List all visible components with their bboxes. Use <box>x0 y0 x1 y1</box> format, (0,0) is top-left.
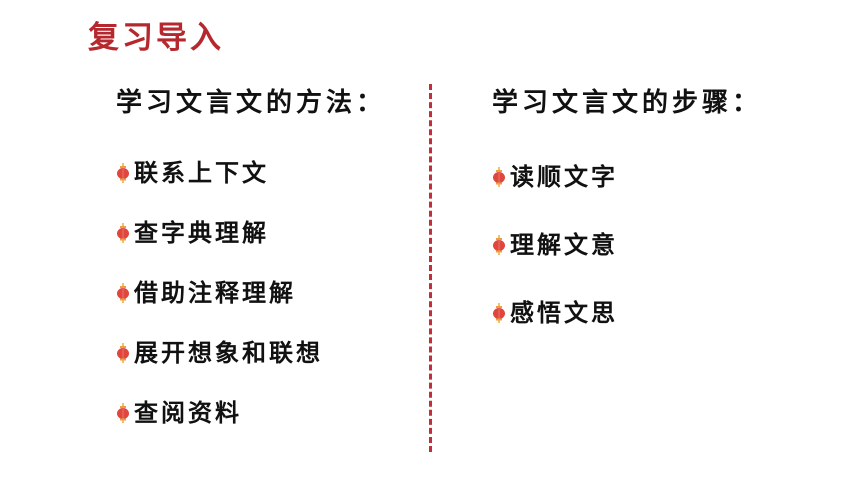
list-item-step-3: 感悟文思 <box>492 296 618 330</box>
lantern-icon <box>493 167 505 187</box>
list-item-method-5: 查阅资料 <box>116 396 242 430</box>
steps-heading: 学习文言文的步骤： <box>492 88 763 118</box>
list-item-method-2: 查字典理解 <box>116 216 269 250</box>
step-label: 读顺文字 <box>510 162 618 191</box>
method-label: 联系上下文 <box>134 158 269 187</box>
lantern-icon <box>117 223 129 243</box>
methods-heading: 学习文言文的方法： <box>116 88 387 118</box>
lantern-icon <box>117 283 129 303</box>
list-item-method-1: 联系上下文 <box>116 156 269 190</box>
slide-title: 复习导入 <box>88 20 224 56</box>
step-label: 理解文意 <box>510 230 618 259</box>
list-item-method-3: 借助注释理解 <box>116 276 296 310</box>
lantern-icon <box>117 403 129 423</box>
lantern-icon <box>117 343 129 363</box>
dashed-divider <box>429 84 432 452</box>
method-label: 展开想象和联想 <box>134 338 323 367</box>
lantern-icon <box>493 303 505 323</box>
list-item-step-2: 理解文意 <box>492 228 618 262</box>
method-label: 借助注释理解 <box>134 278 296 307</box>
list-item-step-1: 读顺文字 <box>492 160 618 194</box>
list-item-method-4: 展开想象和联想 <box>116 336 323 370</box>
lantern-icon <box>117 163 129 183</box>
method-label: 查字典理解 <box>134 218 269 247</box>
lantern-icon <box>493 235 505 255</box>
method-label: 查阅资料 <box>134 398 242 427</box>
step-label: 感悟文思 <box>510 298 618 327</box>
